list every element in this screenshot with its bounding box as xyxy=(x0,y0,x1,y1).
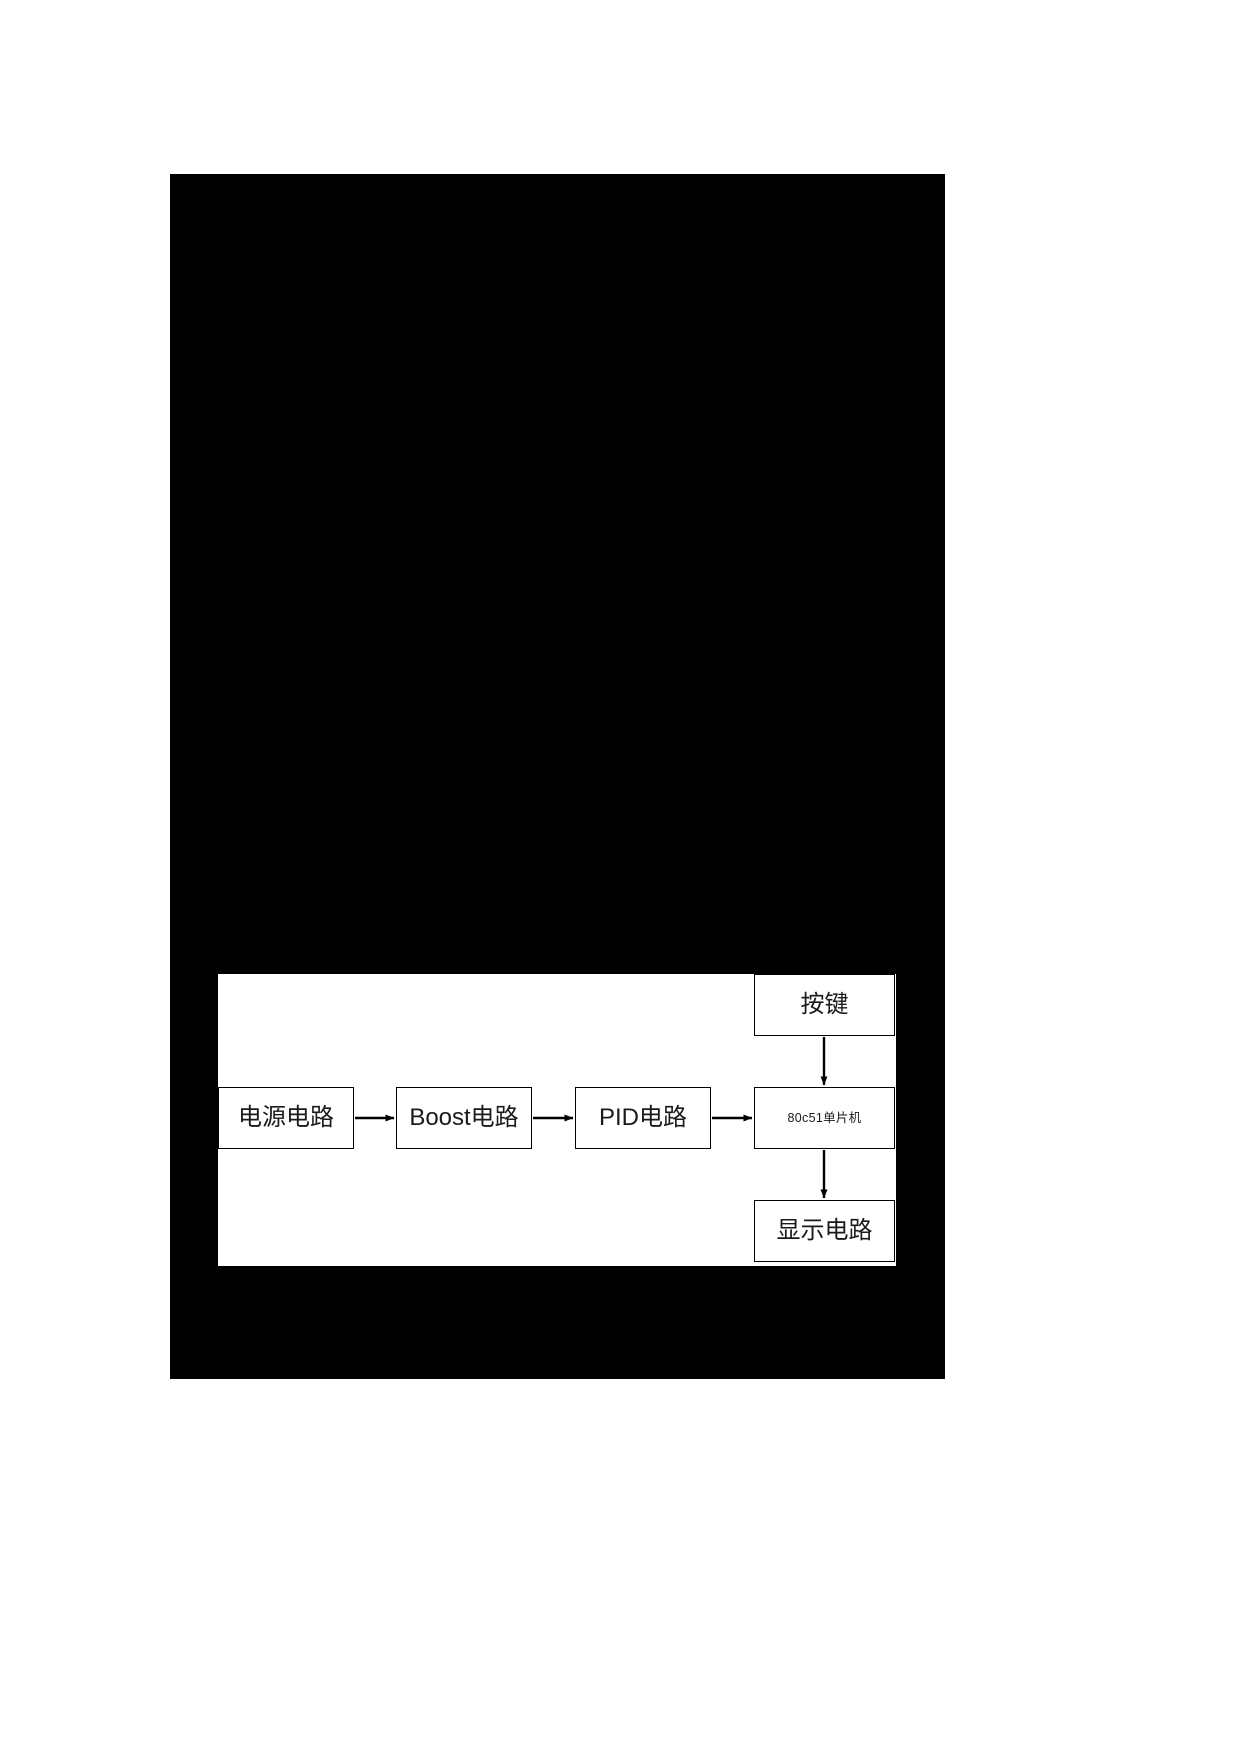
block-pid-circuit-label: PID电路 xyxy=(598,1104,687,1131)
block-power-circuit-label: 电源电路 xyxy=(238,1104,334,1131)
block-mcu-80c51-label: 80c51单片机 xyxy=(787,1110,862,1125)
block-display-circuit-label: 显示电路 xyxy=(776,1217,873,1244)
block-pid-circuit[interactable]: PID电路 xyxy=(575,1087,711,1149)
block-power-circuit[interactable]: 电源电路 xyxy=(218,1087,354,1149)
block-keypad[interactable]: 按键 xyxy=(754,974,895,1036)
block-mcu-80c51[interactable]: 80c51单片机 xyxy=(754,1087,895,1149)
block-display-circuit[interactable]: 显示电路 xyxy=(754,1200,895,1262)
block-boost-circuit[interactable]: Boost电路 xyxy=(396,1087,532,1149)
block-boost-circuit-label: Boost电路 xyxy=(409,1104,519,1131)
block-keypad-label: 按键 xyxy=(800,991,849,1018)
